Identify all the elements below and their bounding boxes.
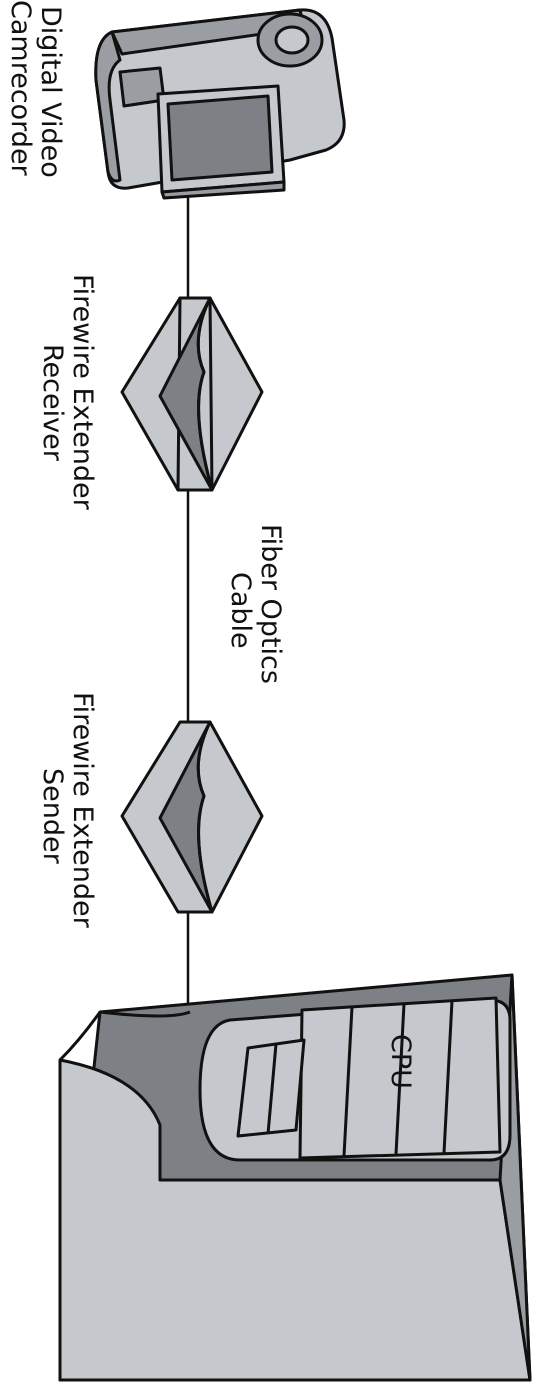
camcorder-label-line1: Digital Video [35,6,66,178]
receiver-label-line2: Receiver [37,344,68,462]
sender-label-line1: Firewire Extender [67,692,98,929]
camcorder-icon [94,8,346,200]
cpu-label: CPU [385,1034,416,1089]
cpu-label-text: CPU [385,1034,416,1089]
receiver-icon [120,296,264,492]
sender-label-line2: Sender [37,768,68,865]
cable-label-line2: Cable [225,572,256,649]
receiver-label-line1: Firewire Extender [67,274,98,511]
sender-icon [120,720,264,914]
sender-label: Firewire Extender Sender [37,692,98,929]
camcorder-label: Digital Video Camrecorder [5,0,66,178]
cpu-icon [58,973,532,1382]
camcorder-label-line2: Camrecorder [5,0,36,177]
cable-label: Fiber Optics Cable [225,524,286,684]
cable-label-line1: Fiber Optics [255,524,286,684]
receiver-label: Firewire Extender Receiver [37,274,98,511]
